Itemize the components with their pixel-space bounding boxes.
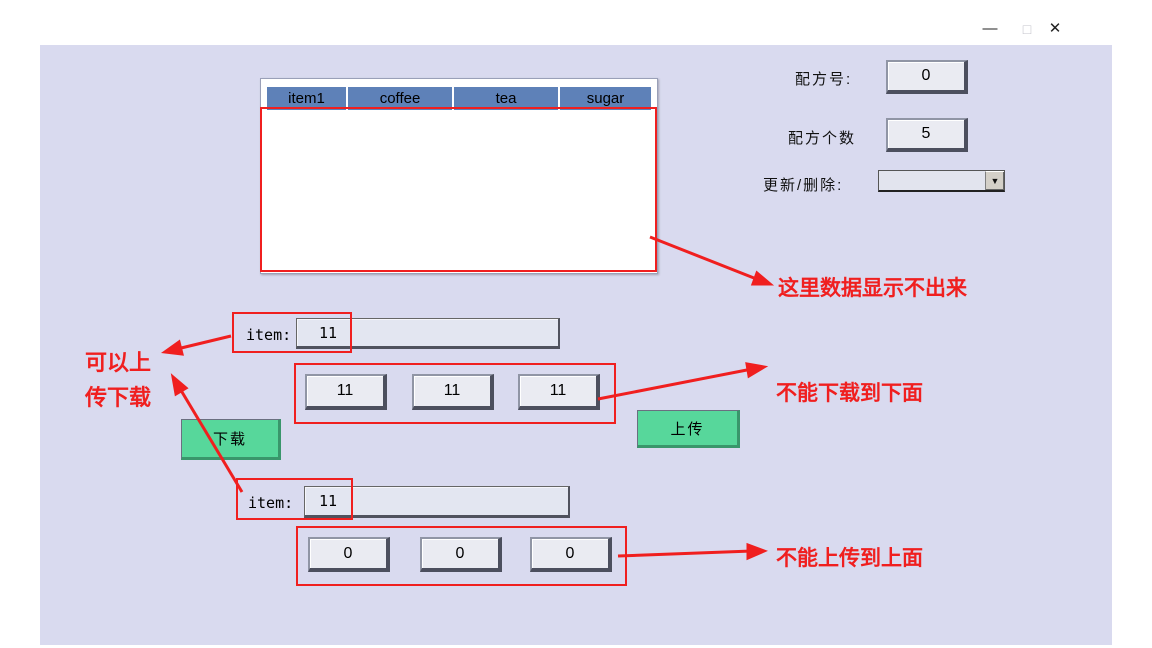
recipe-table-body xyxy=(263,112,656,272)
upper-item-input[interactable]: 11 xyxy=(296,318,560,349)
upper-value-field-3[interactable]: 11 xyxy=(518,374,600,410)
update-delete-label: 更新/删除: xyxy=(763,177,844,194)
download-button[interactable]: 下载 xyxy=(181,419,281,460)
recipe-count-field[interactable]: 5 xyxy=(886,118,968,152)
lower-item-input[interactable]: 11 xyxy=(304,486,570,518)
upper-value-field-1[interactable]: 11 xyxy=(305,374,387,410)
left-note-line2: 传下载 xyxy=(85,385,152,410)
update-delete-value xyxy=(879,171,985,190)
upload-button[interactable]: 上传 xyxy=(637,410,740,448)
lower-value-field-1[interactable]: 0 xyxy=(308,537,390,572)
column-header-coffee: coffee xyxy=(348,87,452,110)
left-note-line1: 可以上 xyxy=(85,350,152,375)
column-header-tea: tea xyxy=(454,87,558,110)
chevron-down-icon[interactable]: ▼ xyxy=(985,171,1004,190)
download-note: 不能下载到下面 xyxy=(776,382,923,405)
column-header-sugar: sugar xyxy=(560,87,651,110)
close-icon[interactable]: ✕ xyxy=(1048,20,1062,37)
lower-item-label: item: xyxy=(248,494,294,512)
column-header-item1: item1 xyxy=(267,87,346,110)
minimize-icon[interactable]: — xyxy=(982,20,998,37)
recipe-count-label: 配方个数 xyxy=(788,130,857,147)
recipe-table-header: item1 coffee tea sugar xyxy=(267,87,651,110)
upload-note: 不能上传到上面 xyxy=(776,547,923,570)
upper-value-field-2[interactable]: 11 xyxy=(412,374,494,410)
upper-item-label: item: xyxy=(246,326,292,344)
update-delete-dropdown[interactable]: ▼ xyxy=(878,170,1005,192)
table-note: 这里数据显示不出来 xyxy=(778,277,967,300)
maximize-icon[interactable]: □ xyxy=(1022,21,1032,37)
lower-value-field-2[interactable]: 0 xyxy=(420,537,502,572)
left-note: 可以上 传下载 xyxy=(85,345,151,415)
recipe-no-field[interactable]: 0 xyxy=(886,60,968,94)
lower-value-field-3[interactable]: 0 xyxy=(530,537,612,572)
recipe-no-label: 配方号: xyxy=(795,71,853,88)
recipe-table: item1 coffee tea sugar xyxy=(260,78,658,274)
